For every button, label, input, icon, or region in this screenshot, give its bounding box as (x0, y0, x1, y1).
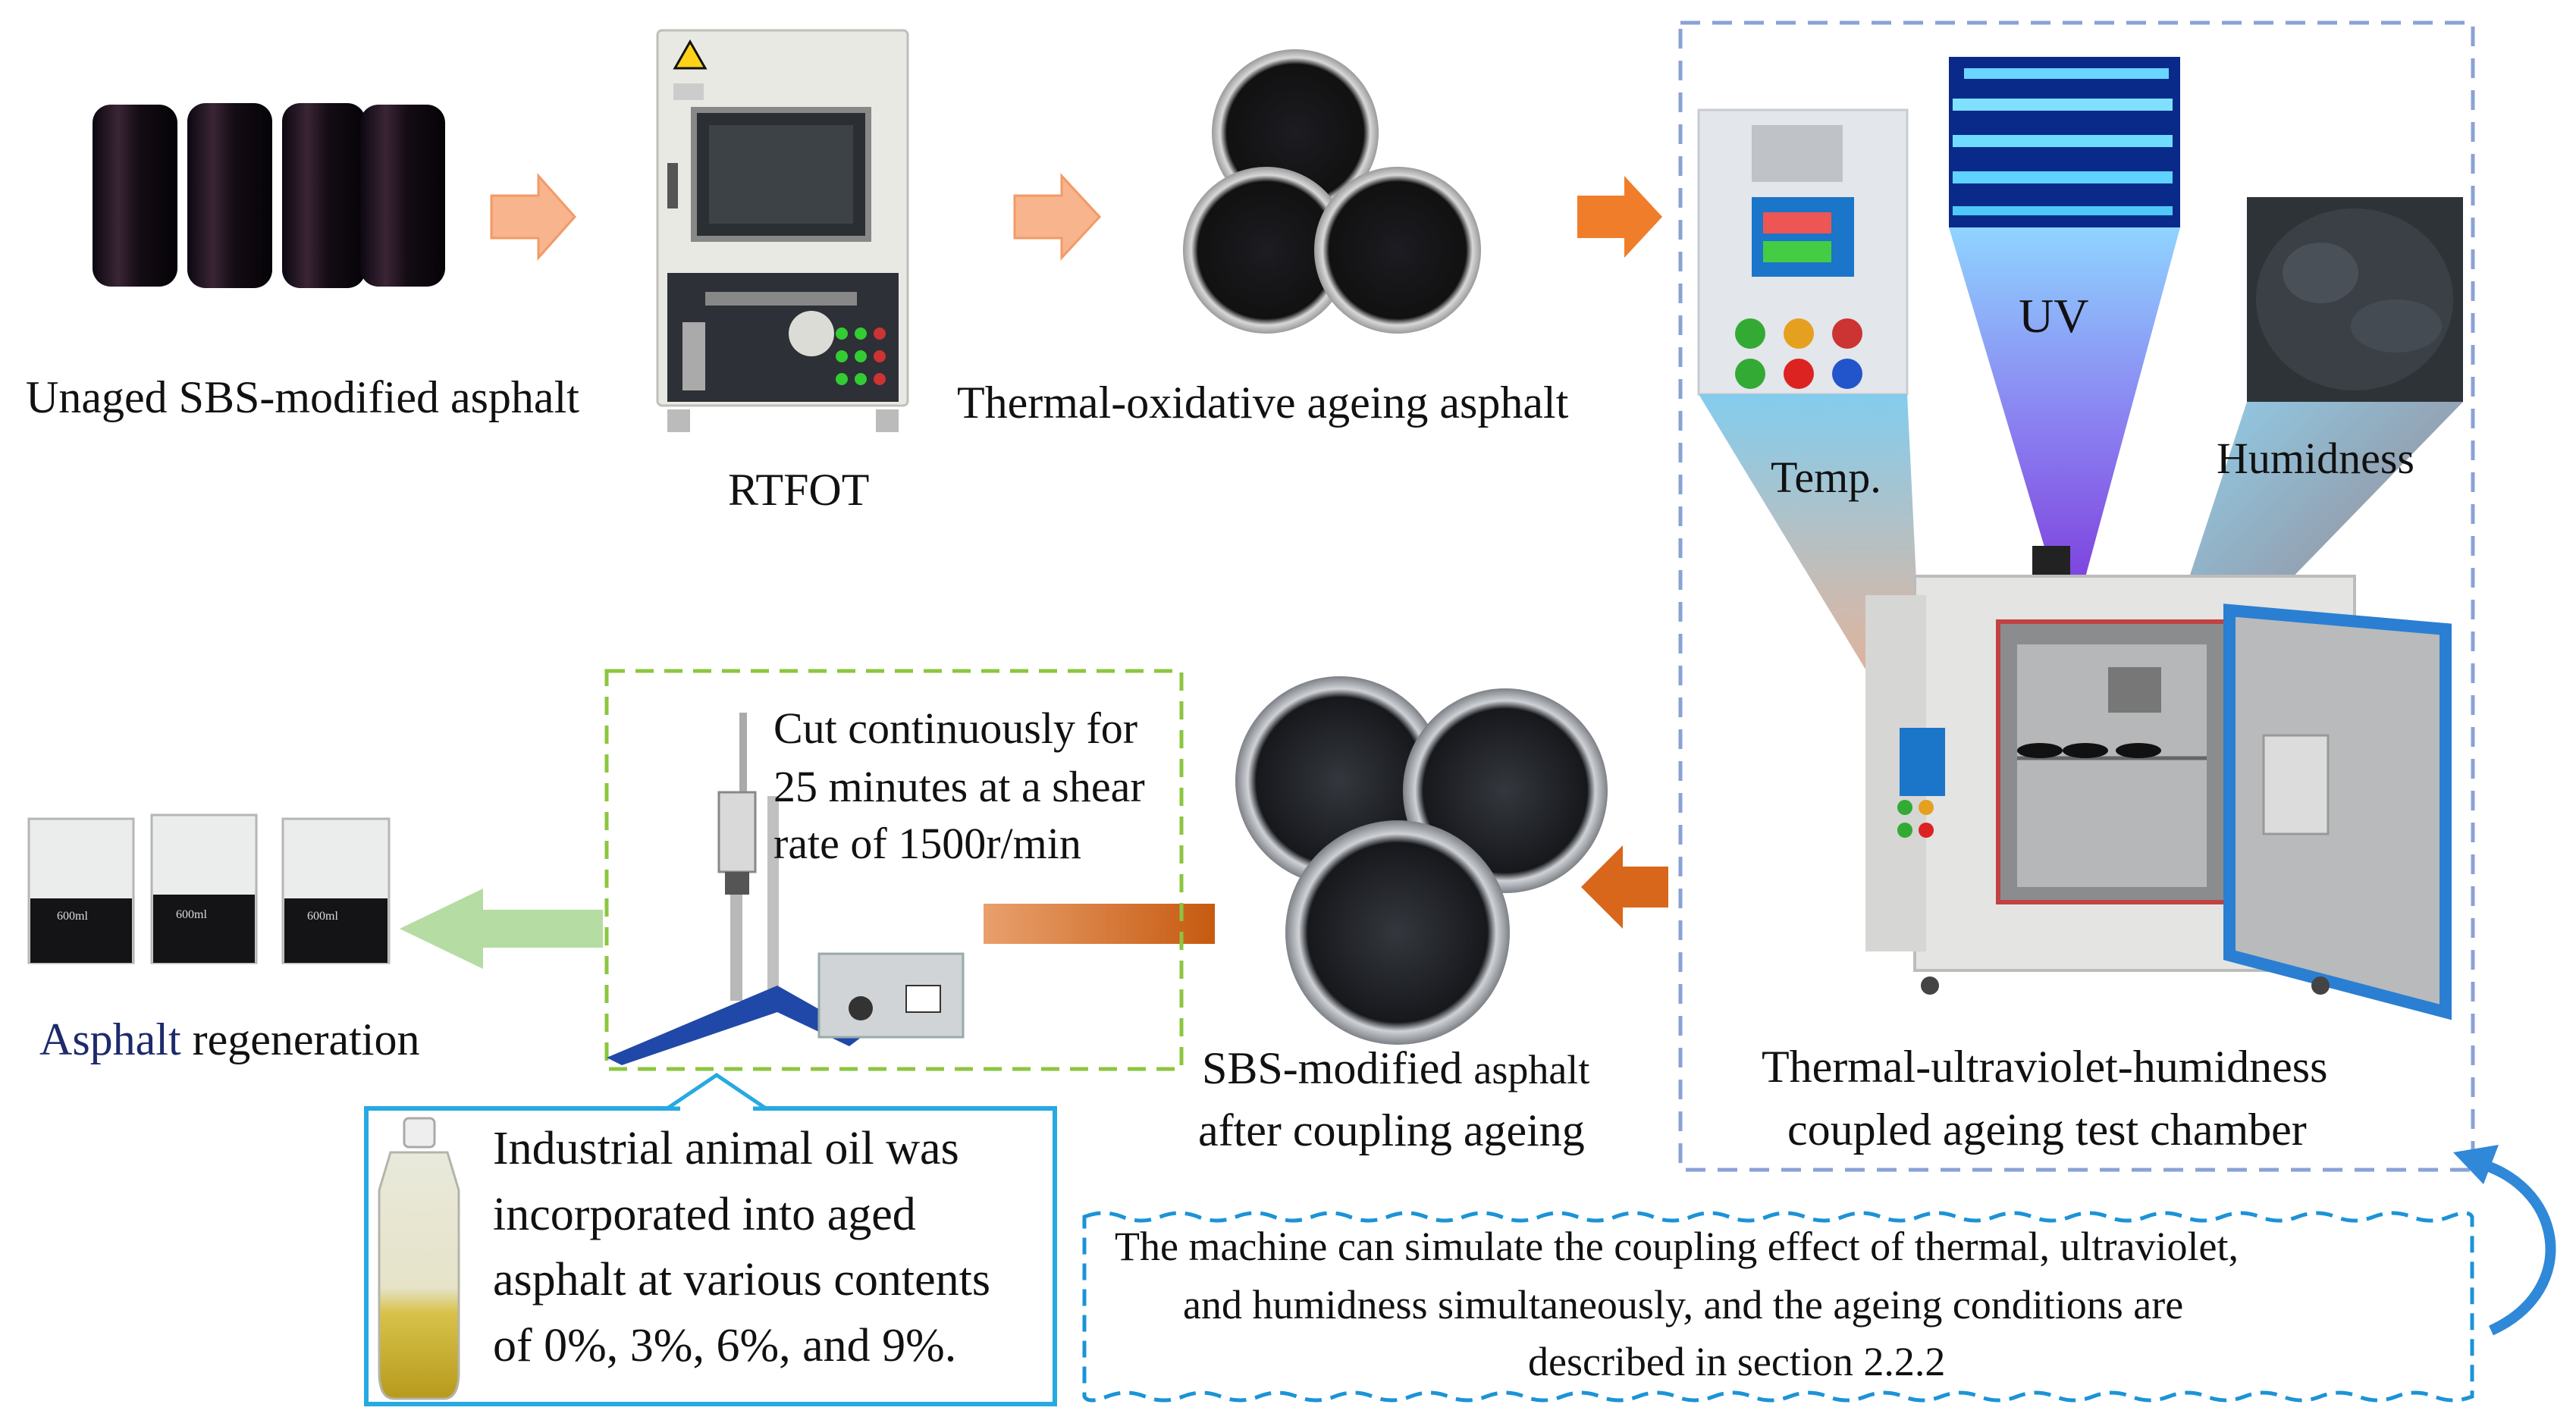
arrow-right-3 (1577, 176, 1662, 258)
coupled-label-part-a: SBS-modified (1202, 1043, 1474, 1093)
thermal-oxidative-dishes-photo (1183, 49, 1481, 334)
arrow-right-1 (490, 173, 577, 261)
beaker-mark: 600ml (307, 910, 338, 923)
rtfot-label: RTFOT (728, 465, 870, 515)
oil-text-line3: asphalt at various contents (493, 1254, 990, 1306)
shear-text-line2: 25 minutes at a shear (773, 762, 1145, 811)
coupled-asphalt-label-line2: after coupling ageing (1198, 1105, 1585, 1155)
beaker-mark: 600ml (176, 908, 207, 921)
regeneration-label-rest: regeneration (180, 1014, 420, 1064)
oil-text-line1: Industrial animal oil was (493, 1123, 959, 1174)
arrow-right-2 (1013, 173, 1102, 261)
note-text-line3: described in section 2.2.2 (1528, 1339, 1946, 1384)
chamber-dashed-box (1678, 20, 2475, 1172)
regeneration-beakers-photo (27, 813, 391, 964)
note-text-line2: and humidness simultaneously, and the ag… (1183, 1282, 2184, 1328)
oil-text-line4: of 0%, 3%, 6%, and 9%. (493, 1320, 957, 1371)
note-text-line1: The machine can simulate the coupling ef… (1115, 1224, 2239, 1269)
uv-label: UV (2019, 289, 2089, 343)
humid-surface-photo (2247, 197, 2463, 402)
shear-bar (984, 904, 1215, 944)
asphalt-cylinders-photo (93, 103, 445, 288)
arrow-left-dark (1581, 845, 1668, 929)
curved-arrow (2471, 1156, 2556, 1336)
humidness-label: Humidness (2217, 434, 2414, 483)
coupled-asphalt-label-line1: SBS-modified asphalt (1202, 1042, 1589, 1095)
regeneration-label: Asphalt regeneration (39, 1014, 419, 1066)
temp-label: Temp. (1771, 453, 1881, 502)
control-panel-photo (1697, 108, 1909, 396)
coupled-aged-dishes-photo (1235, 676, 1608, 1045)
shear-dashed-box (604, 669, 1184, 1071)
shear-mixer-photo (607, 713, 965, 1065)
coupled-label-part-b: asphalt (1473, 1047, 1590, 1092)
rtfot-oven-photo (656, 29, 909, 432)
ageing-chamber-photo (1865, 546, 2452, 1020)
oil-text-line2: incorporated into aged (493, 1189, 916, 1240)
curved-arrow-head (2453, 1145, 2499, 1184)
uv-beam (1949, 227, 2180, 633)
shear-text-line1: Cut continuously for (773, 704, 1138, 753)
shear-text-line3: rate of 1500r/min (773, 819, 1081, 868)
beaker-mark: 600ml (57, 910, 88, 923)
uv-lamp-photo (1949, 57, 2180, 227)
arrow-left-green (400, 889, 603, 969)
thermal-oxidative-label: Thermal-oxidative ageing asphalt (957, 378, 1569, 428)
chamber-label-line1: Thermal-ultraviolet-humidness (1762, 1042, 2328, 1092)
oil-bottle-photo (378, 1117, 460, 1400)
chamber-label-line2: coupled ageing test chamber (1787, 1105, 2307, 1155)
unaged-asphalt-label: Unaged SBS-modified asphalt (26, 372, 579, 422)
arrow-up-stem (680, 1103, 753, 1114)
note-box-border (1082, 1211, 2474, 1403)
regeneration-label-asphalt: Asphalt (39, 1014, 181, 1064)
